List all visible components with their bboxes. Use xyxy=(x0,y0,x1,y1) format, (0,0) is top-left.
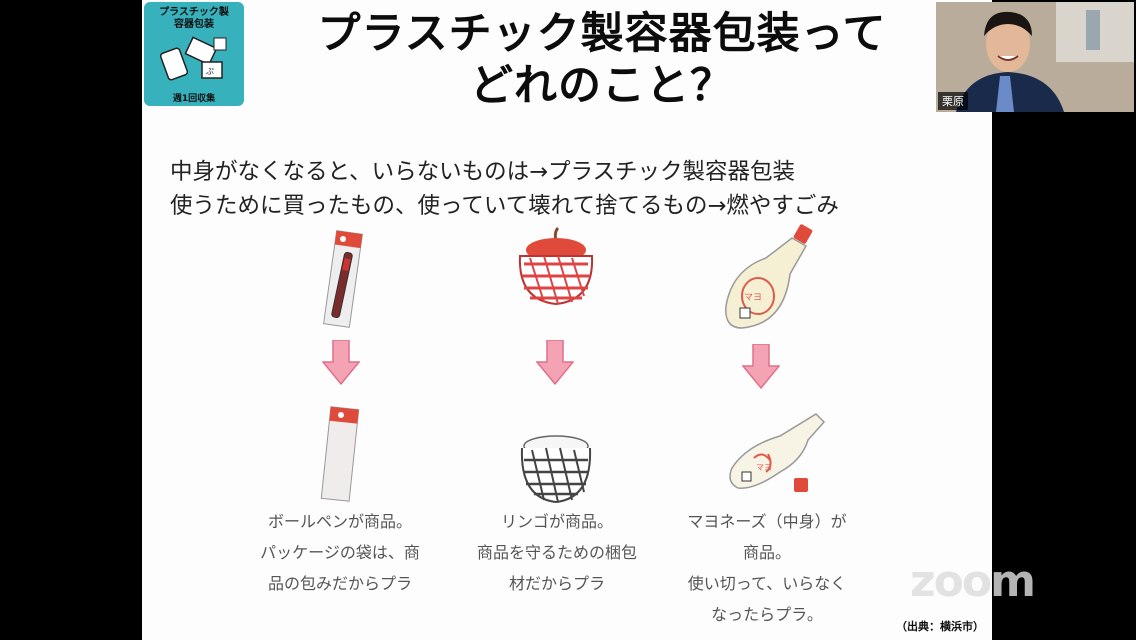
down-arrow-icon xyxy=(322,340,360,386)
source-credit: （出典：横浜市） xyxy=(896,620,984,633)
down-arrow-icon xyxy=(742,344,780,390)
caption-line: ボールペンが商品。 xyxy=(267,512,412,531)
participant-video-tile[interactable]: 栗原 xyxy=(936,2,1134,112)
pen-package-illustration xyxy=(323,230,363,328)
title-line-2: どれのこと？ xyxy=(470,61,734,111)
logo-line-3: 週1回収集 xyxy=(172,94,216,104)
plastic-collection-logo: プラスチック製 容器包装 ぷ 週1回収集 xyxy=(144,2,244,106)
slide-title: プラスチック製容器包装って どれのこと？ xyxy=(272,8,932,112)
caption-line: 使い切って、いらなく xyxy=(687,574,847,593)
caption-pen: ボールペンが商品。 パッケージの袋は、商 品の包みだからプラ xyxy=(240,506,440,599)
caption-line: 品の包みだからプラ xyxy=(267,574,412,593)
caption-line: なったらプラ。 xyxy=(711,605,823,624)
caption-mayonnaise: マヨネーズ（中身）が 商品。 使い切って、いらなく なったらプラ。 xyxy=(662,506,872,630)
caption-line: 商品を守るための梱包 xyxy=(476,543,637,562)
rule-plastic: 中身がなくなると、いらないものは→プラスチック製容器包装 xyxy=(170,159,796,185)
plastic-items-icon: ぷ xyxy=(159,36,227,81)
svg-text:ぷ: ぷ xyxy=(206,67,214,76)
caption-line: パッケージの袋は、商 xyxy=(260,543,420,562)
apple-with-net-illustration xyxy=(518,226,594,306)
logo-line-1: プラスチック製 xyxy=(159,7,229,18)
caption-line: マヨネーズ（中身）が xyxy=(687,512,847,531)
mayonnaise-bottle-illustration: マヨ xyxy=(725,224,813,329)
empty-net-illustration xyxy=(520,435,592,504)
title-line-1: プラスチック製容器包装って xyxy=(317,9,887,59)
zoom-watermark: zoom xyxy=(910,556,1036,607)
empty-pen-package-illustration xyxy=(320,406,360,502)
logo-text: プラスチック製 容器包装 xyxy=(144,7,244,31)
rule-burnable: 使うために買ったもの、使っていて壊れて捨てるもの→燃やすごみ xyxy=(170,193,839,219)
participant-name: 栗原 xyxy=(938,92,968,110)
caption-line: リンゴが商品。 xyxy=(500,512,613,531)
caption-line: 商品。 xyxy=(742,543,791,562)
shared-slide: プラスチック製 容器包装 ぷ 週1回収集 プラスチック製容器包装って どれのこと… xyxy=(142,0,992,640)
caption-apple: リンゴが商品。 商品を守るための梱包 材だからプラ xyxy=(452,506,662,599)
empty-mayonnaise-bottle-illustration: マヨ xyxy=(729,413,826,492)
svg-text:マヨ: マヨ xyxy=(744,293,762,303)
svg-text:マヨ: マヨ xyxy=(756,463,772,472)
logo-line-2: 容器包装 xyxy=(174,19,214,30)
caption-line: 材だからプラ xyxy=(508,574,605,593)
participant-video-frame xyxy=(936,2,1134,112)
down-arrow-icon xyxy=(536,340,574,386)
